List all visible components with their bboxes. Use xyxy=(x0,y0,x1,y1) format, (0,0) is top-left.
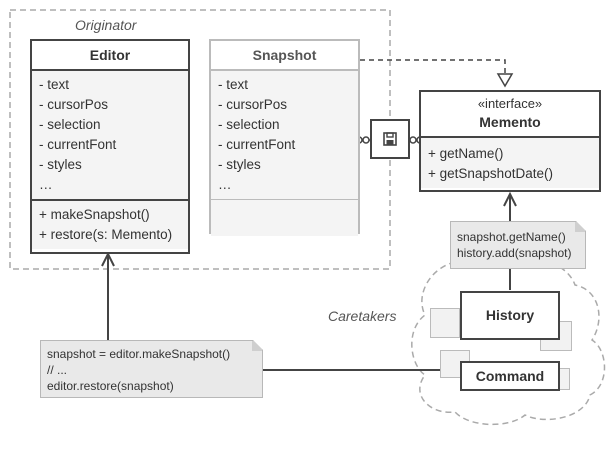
editor-field: - currentFont xyxy=(39,137,117,152)
editor-field: … xyxy=(39,177,53,192)
snapshot-field: - styles xyxy=(218,157,261,172)
realization-arrowhead xyxy=(496,73,514,88)
editor-field: - selection xyxy=(39,117,101,132)
history-class[interactable]: History xyxy=(460,291,560,340)
snapshot-field: - text xyxy=(218,77,249,92)
snapshot-field: … xyxy=(218,177,232,192)
memento-method: + getSnapshotDate() xyxy=(428,166,553,181)
editor-class[interactable]: Editor - text - cursorPos - selection - … xyxy=(30,39,190,254)
editor-field: - styles xyxy=(39,157,82,172)
floppy-disk-icon xyxy=(370,119,410,159)
editor-field: - text xyxy=(39,77,70,92)
history-note-line: snapshot.getName() xyxy=(457,230,566,244)
command-note-line: editor.restore(snapshot) xyxy=(47,379,174,393)
snapshot-fields: - text - cursorPos - selection - current… xyxy=(211,71,358,200)
memento-interface[interactable]: «interface» Memento + getName() + getSna… xyxy=(419,90,601,192)
editor-methods: + makeSnapshot() + restore(s: Memento) xyxy=(32,199,188,249)
command-note-line: // ... xyxy=(47,363,68,377)
snapshot-class[interactable]: Snapshot - text - cursorPos - selection … xyxy=(209,39,360,236)
command-note: snapshot = editor.makeSnapshot() // ... … xyxy=(40,340,263,398)
snapshot-methods xyxy=(211,200,358,236)
memento-title: Memento xyxy=(479,114,541,130)
snapshot-field: - selection xyxy=(218,117,280,132)
history-note-line: history.add(snapshot) xyxy=(457,246,572,260)
editor-method: + makeSnapshot() xyxy=(39,207,150,222)
snapshot-title: Snapshot xyxy=(211,41,358,71)
caretakers-label: Caretakers xyxy=(328,308,397,324)
originator-frame xyxy=(9,9,391,270)
snapshot-field: - cursorPos xyxy=(218,97,288,112)
memento-methods: + getName() + getSnapshotDate() xyxy=(421,138,599,188)
editor-title: Editor xyxy=(32,41,188,71)
realization-line xyxy=(360,59,506,74)
snapshot-field: - currentFont xyxy=(218,137,296,152)
history-note: snapshot.getName() history.add(snapshot) xyxy=(450,221,586,269)
memento-method: + getName() xyxy=(428,146,504,161)
editor-fields: - text - cursorPos - selection - current… xyxy=(32,71,188,199)
editor-field: - cursorPos xyxy=(39,97,109,112)
originator-label: Originator xyxy=(75,17,137,33)
memento-stereotype: «interface» xyxy=(477,96,543,111)
command-class[interactable]: Command xyxy=(460,361,560,391)
command-note-line: snapshot = editor.makeSnapshot() xyxy=(47,347,231,361)
history-shadow-left xyxy=(430,308,460,338)
editor-method: + restore(s: Memento) xyxy=(39,227,173,242)
